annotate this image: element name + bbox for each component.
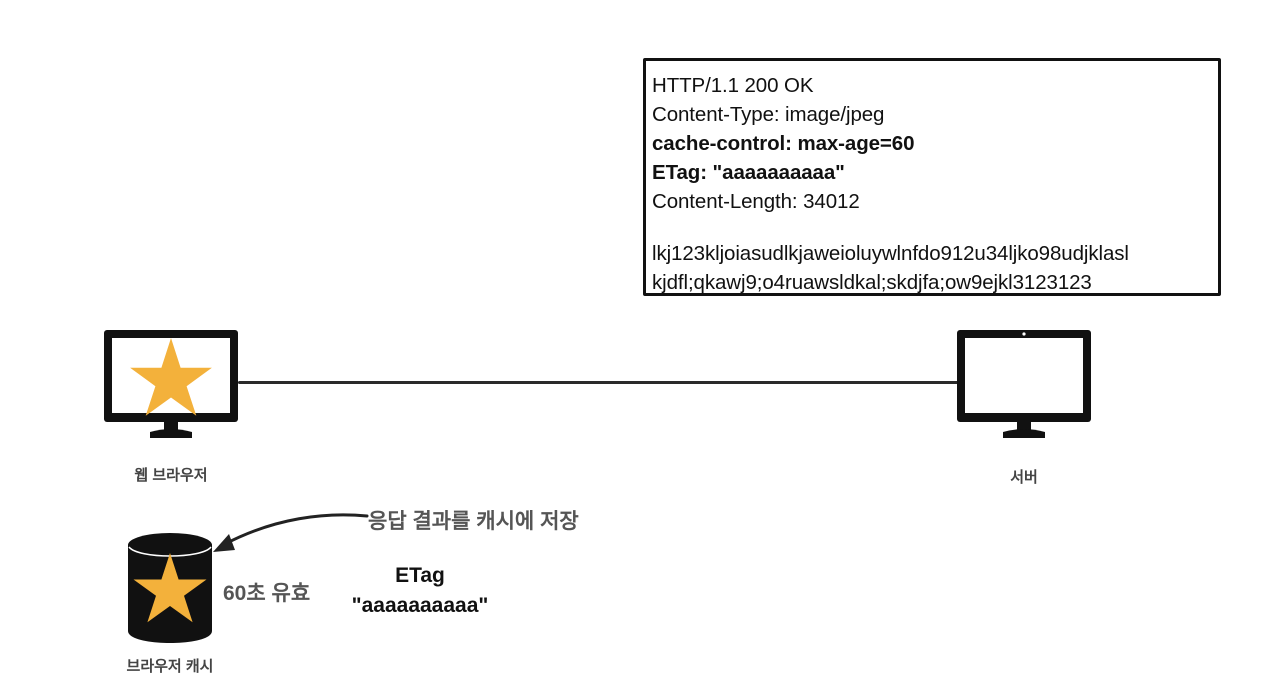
response-body-line: lkj123kljoiasudlkjaweioluywlnfdo912u34lj… xyxy=(652,242,1129,265)
cache-label: 브라우저 캐시 xyxy=(126,658,214,675)
client-label: 웹 브라우저 xyxy=(134,467,208,484)
response-header-content-type: Content-Type: image/jpeg xyxy=(652,103,885,126)
curved-arrow-icon xyxy=(213,513,369,552)
response-header-content-length: Content-Length: 34012 xyxy=(652,190,860,213)
monitor-with-star-icon xyxy=(104,330,238,438)
http-response-box: HTTP/1.1 200 OK Content-Type: image/jpeg… xyxy=(643,58,1221,296)
cache-validity-text: 60초 유효 xyxy=(223,582,311,605)
monitor-icon xyxy=(957,330,1091,438)
server-label: 서버 xyxy=(1010,469,1038,486)
etag-title: ETag xyxy=(395,564,445,587)
annotation-text: 응답 결과를 캐시에 저장 xyxy=(368,510,579,533)
response-header-cache-control: cache-control: max-age=60 xyxy=(652,132,915,155)
response-status-line: HTTP/1.1 200 OK xyxy=(652,74,814,97)
etag-value: "aaaaaaaaaa" xyxy=(351,594,489,617)
connection-line xyxy=(238,381,960,384)
database-with-star-icon xyxy=(128,533,212,643)
response-header-etag: ETag: "aaaaaaaaaa" xyxy=(652,161,845,184)
response-blank-line xyxy=(652,216,1218,239)
response-body-line: kjdfl;qkawj9;o4ruawsldkal;skdjfa;ow9ejkl… xyxy=(652,271,1092,294)
